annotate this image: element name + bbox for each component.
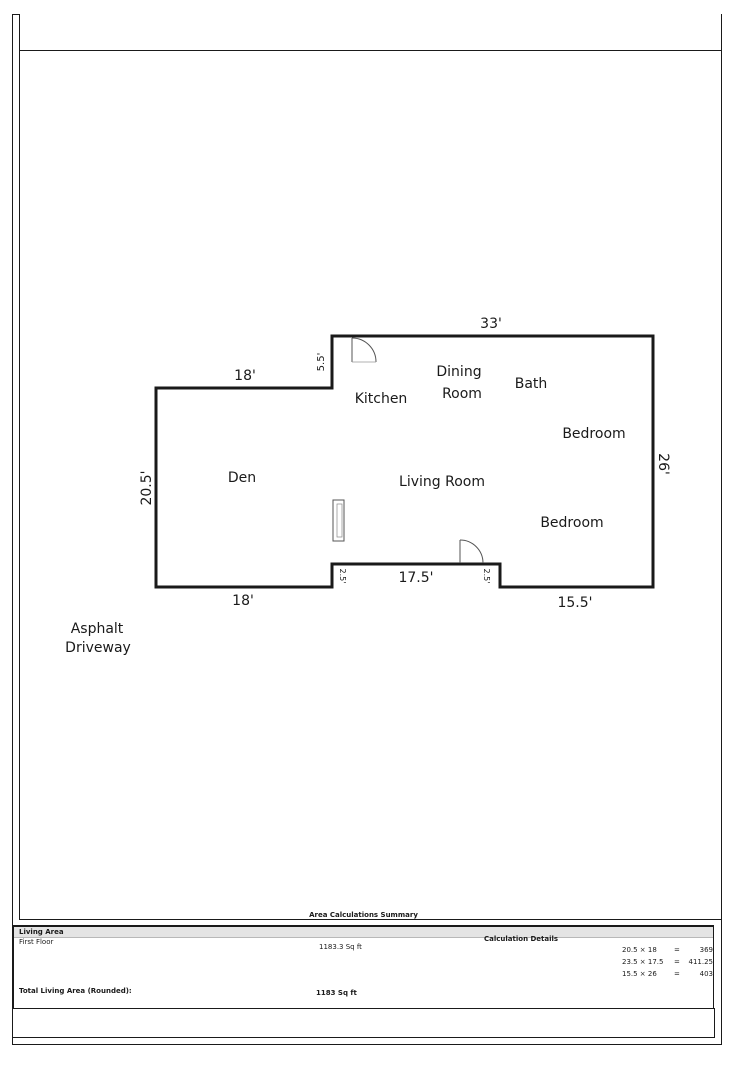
- floor-area: 1183.3 Sq ft: [319, 943, 362, 951]
- calc-expr: 20.5 × 18: [622, 946, 657, 954]
- room-label-dining-line1: Dining: [436, 364, 481, 380]
- room-label-bedroom-1: Bedroom: [562, 426, 625, 442]
- room-label-den: Den: [228, 470, 256, 486]
- dim-left: 20.5': [139, 470, 155, 505]
- summary-title: Area Calculations Summary: [309, 911, 418, 919]
- page-frame: [12, 14, 722, 1045]
- room-label-living-room: Living Room: [399, 474, 485, 490]
- room-label-kitchen: Kitchen: [355, 391, 408, 407]
- calculation-details-label: Calculation Details: [484, 935, 559, 943]
- fireplace-icon: [332, 499, 345, 542]
- dim-left-notch: 5.5': [316, 353, 327, 372]
- room-label-dining-line2: Room: [442, 386, 482, 402]
- calc-row: 20.5 × 18 = 369: [622, 946, 715, 955]
- dim-top: 33': [480, 316, 502, 332]
- calc-expr: 23.5 × 17.5: [622, 958, 664, 966]
- site-label-line1: Asphalt: [71, 621, 124, 637]
- living-area-label: Living Area: [19, 928, 64, 936]
- site-label-line2: Driveway: [65, 640, 131, 656]
- floor-plan-outline: [154, 334, 655, 589]
- drawing-area: [19, 51, 722, 920]
- dim-bottom-right: 15.5': [557, 595, 592, 611]
- calc-value: 369: [699, 946, 713, 954]
- room-label-bedroom-2: Bedroom: [540, 515, 603, 531]
- calc-eq: =: [674, 946, 680, 954]
- door-swing-bottom-icon: [459, 539, 484, 564]
- living-area-header: [14, 927, 713, 938]
- door-swing-top-icon: [351, 337, 377, 363]
- room-label-bath: Bath: [515, 376, 548, 392]
- footer-box: [12, 1008, 715, 1038]
- dim-bottom-middle: 17.5': [398, 570, 433, 586]
- dim-top-left: 18': [234, 368, 256, 384]
- calc-value: 403: [699, 970, 713, 978]
- total-living-area-label: Total Living Area (Rounded):: [19, 987, 132, 995]
- header-strip: [19, 14, 722, 51]
- dim-notch-right: 2.5': [482, 569, 491, 584]
- total-living-area-value: 1183 Sq ft: [316, 989, 357, 997]
- calc-eq: =: [674, 970, 680, 978]
- calc-row: 15.5 × 26 = 403: [622, 970, 715, 979]
- area-summary: Area Calculations Summary Living Area Ca…: [12, 908, 715, 1009]
- calc-row: 23.5 × 17.5 = 411.25: [622, 958, 715, 967]
- calc-expr: 15.5 × 26: [622, 970, 657, 978]
- summary-table: Living Area Calculation Details First Fl…: [13, 925, 714, 1009]
- dim-right: 26': [655, 453, 671, 475]
- dim-bottom-left: 18': [232, 593, 254, 609]
- floor-label: First Floor: [19, 938, 54, 946]
- dim-notch-left: 2.5': [338, 569, 347, 584]
- calc-value: 411.25: [688, 958, 714, 966]
- calc-eq: =: [674, 958, 680, 966]
